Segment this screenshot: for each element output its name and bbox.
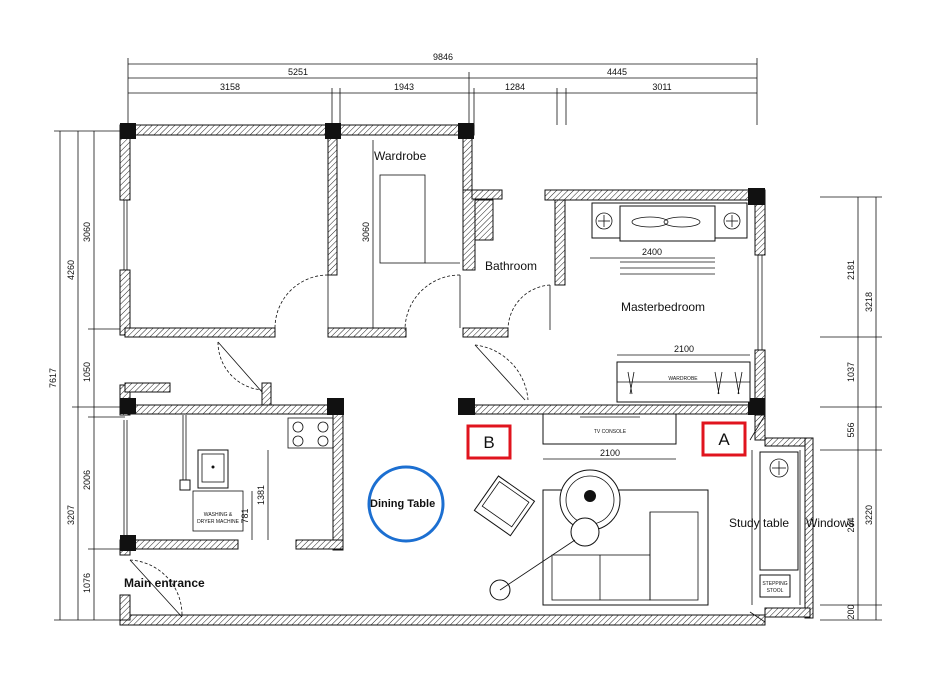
- room-windows-label: Windows: [806, 516, 855, 530]
- dim-top-left: 5251: [288, 67, 308, 77]
- marker-a-label: A: [718, 430, 730, 449]
- stool-label-2: STOOL: [767, 588, 784, 594]
- dimension-lines: [54, 58, 882, 621]
- doors: [129, 274, 551, 618]
- walls: [119, 123, 814, 626]
- dim-wardrobe-inner: 3060: [361, 222, 371, 242]
- dim-left-d: 1076: [82, 573, 92, 593]
- dim-top-total: 9846: [433, 52, 453, 62]
- dining-table-marker: [367, 465, 445, 543]
- room-dining-label: Dining Table: [370, 498, 435, 510]
- dim-right-lower3: 200: [846, 604, 856, 619]
- stepping-stool: [759, 574, 791, 598]
- dim-top-l1: 3158: [220, 82, 240, 92]
- dim-kitchen-inner2: 781: [240, 508, 250, 523]
- dim-top-l2: 1943: [394, 82, 414, 92]
- room-wardrobe-label: Wardrobe: [374, 149, 427, 163]
- room-study-label: Study table: [729, 516, 789, 530]
- dim-right-lower: 3220: [864, 505, 874, 525]
- room-entrance-label: Main entrance: [124, 576, 205, 590]
- dim-right-upper: 3218: [864, 292, 874, 312]
- washer-label-2: DRYER MACHINE: [197, 519, 240, 525]
- dim-left-a1: 3060: [82, 222, 92, 242]
- tv-console-label: TV CONSOLE: [594, 429, 627, 435]
- dim-left-b: 1050: [82, 362, 92, 382]
- dim-right-lower1: 556: [846, 422, 856, 437]
- marker-b-label: B: [483, 433, 494, 452]
- dim-right-upper1: 2181: [846, 260, 856, 280]
- dim-left-c1: 2006: [82, 470, 92, 490]
- dim-kitchen-inner: 1381: [256, 485, 266, 505]
- view-marker-a: A: [701, 421, 747, 457]
- dim-left-total: 7617: [48, 368, 58, 388]
- dim-top-r2: 3011: [652, 82, 671, 92]
- washer-label-1: WASHING &: [204, 512, 233, 518]
- wardrobe-label: WARDROBE: [668, 376, 698, 382]
- dim-wardrobe-width: 2100: [674, 344, 694, 354]
- dim-top-r1: 1284: [505, 82, 525, 92]
- stool-label-1: STEPPING: [762, 581, 787, 587]
- room-bathroom-label: Bathroom: [485, 259, 537, 273]
- room-labels: Wardrobe Bathroom Masterbedroom Dining T…: [124, 149, 855, 590]
- view-marker-b: B: [466, 424, 512, 460]
- armchair: [473, 475, 536, 537]
- tv-console: [542, 413, 677, 445]
- dim-left-c: 3207: [66, 505, 76, 525]
- room-masterbedroom-label: Masterbedroom: [621, 300, 705, 314]
- furniture: WARDROBE TV CONSOLE WASHING & DRYER MACH…: [179, 174, 799, 606]
- dim-right-upper2: 1037: [846, 362, 856, 382]
- dim-bed-width: 2400: [642, 247, 662, 257]
- dim-top-right: 4445: [607, 67, 627, 77]
- dim-right-lower2: 244: [846, 517, 856, 532]
- dim-tv-width: 2100: [600, 448, 620, 458]
- dim-left-a: 4260: [66, 260, 76, 280]
- dimension-labels: 9846 5251 4445 3158 1943 1284 3011 7617 …: [48, 52, 874, 620]
